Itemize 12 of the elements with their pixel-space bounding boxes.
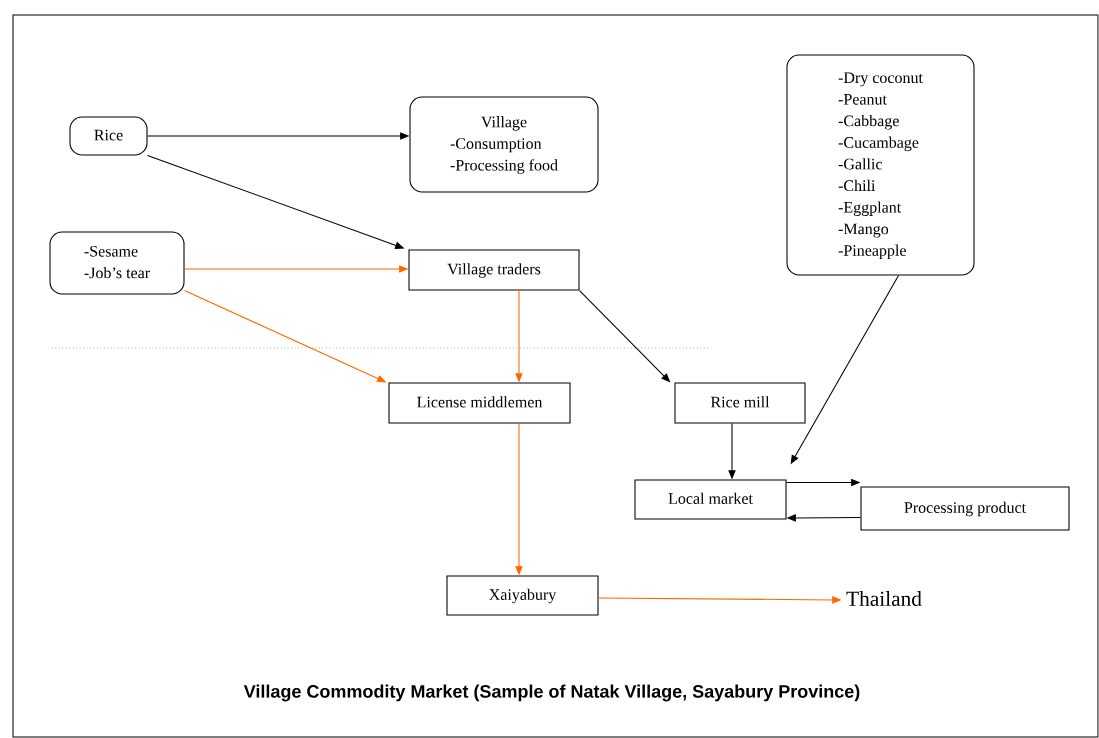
process-box: Xaiyabury	[446, 575, 599, 616]
caption: Village Commodity Market (Sample of Natak Village, Sayabury Province)	[243, 684, 860, 702]
process-box: Processing product	[860, 486, 1070, 531]
process-box: Local market	[634, 479, 787, 520]
process-box: License middlemen	[388, 382, 571, 424]
process-box: Village traders	[408, 249, 580, 291]
rounded-box: -Sesame -Job’s tear	[49, 231, 185, 295]
process-box: Rice mill	[674, 382, 806, 424]
rounded-box: Rice	[69, 116, 148, 156]
destination-label: Thailand	[846, 590, 922, 606]
rounded-box: -Dry coconut -Peanut -Cabbage -Cucambage -Gallic -Chili -Eggplant -Mango -Pineapple	[786, 54, 975, 276]
rounded-box: Village -Consumption -Processing food	[409, 96, 599, 193]
